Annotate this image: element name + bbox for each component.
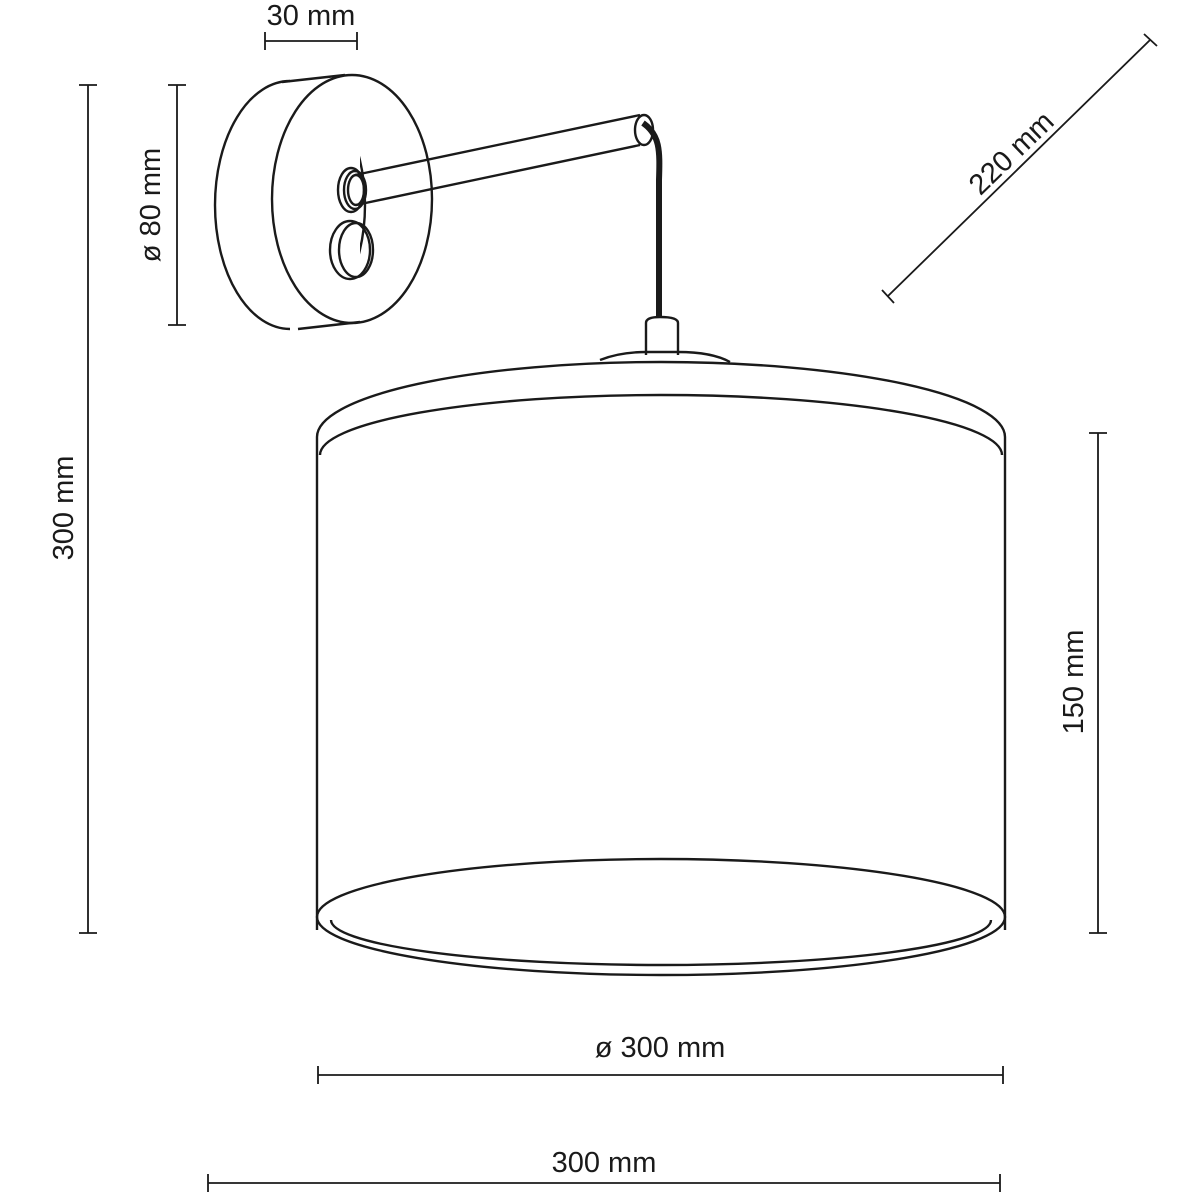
- dimension-label: 30 mm: [267, 0, 356, 32]
- dimension-label: 300 mm: [48, 456, 80, 561]
- wall-plate: [213, 70, 434, 340]
- lamp-socket: [599, 315, 731, 364]
- lamp-arm: [346, 113, 655, 207]
- dimension-base-diameter: ø 80 mm: [135, 84, 186, 326]
- dimension-shade-height: 150 mm: [1058, 432, 1107, 934]
- lamp-shade: [315, 360, 1007, 977]
- dimension-label: ø 300 mm: [595, 1032, 726, 1064]
- dimension-label: 300 mm: [552, 1147, 657, 1179]
- dimension-total-width: 300 mm: [207, 1147, 1001, 1192]
- dimension-label: 220 mm: [963, 106, 1061, 202]
- dimension-label: ø 80 mm: [135, 148, 167, 262]
- dimension-total-height: 300 mm: [48, 84, 97, 934]
- dimension-shade-diameter: ø 300 mm: [317, 1032, 1004, 1084]
- dimension-arm-length: 220 mm: [881, 33, 1158, 304]
- dimension-base-depth: 30 mm: [264, 0, 358, 50]
- dimension-label: 150 mm: [1058, 630, 1090, 735]
- power-cord: [641, 120, 663, 318]
